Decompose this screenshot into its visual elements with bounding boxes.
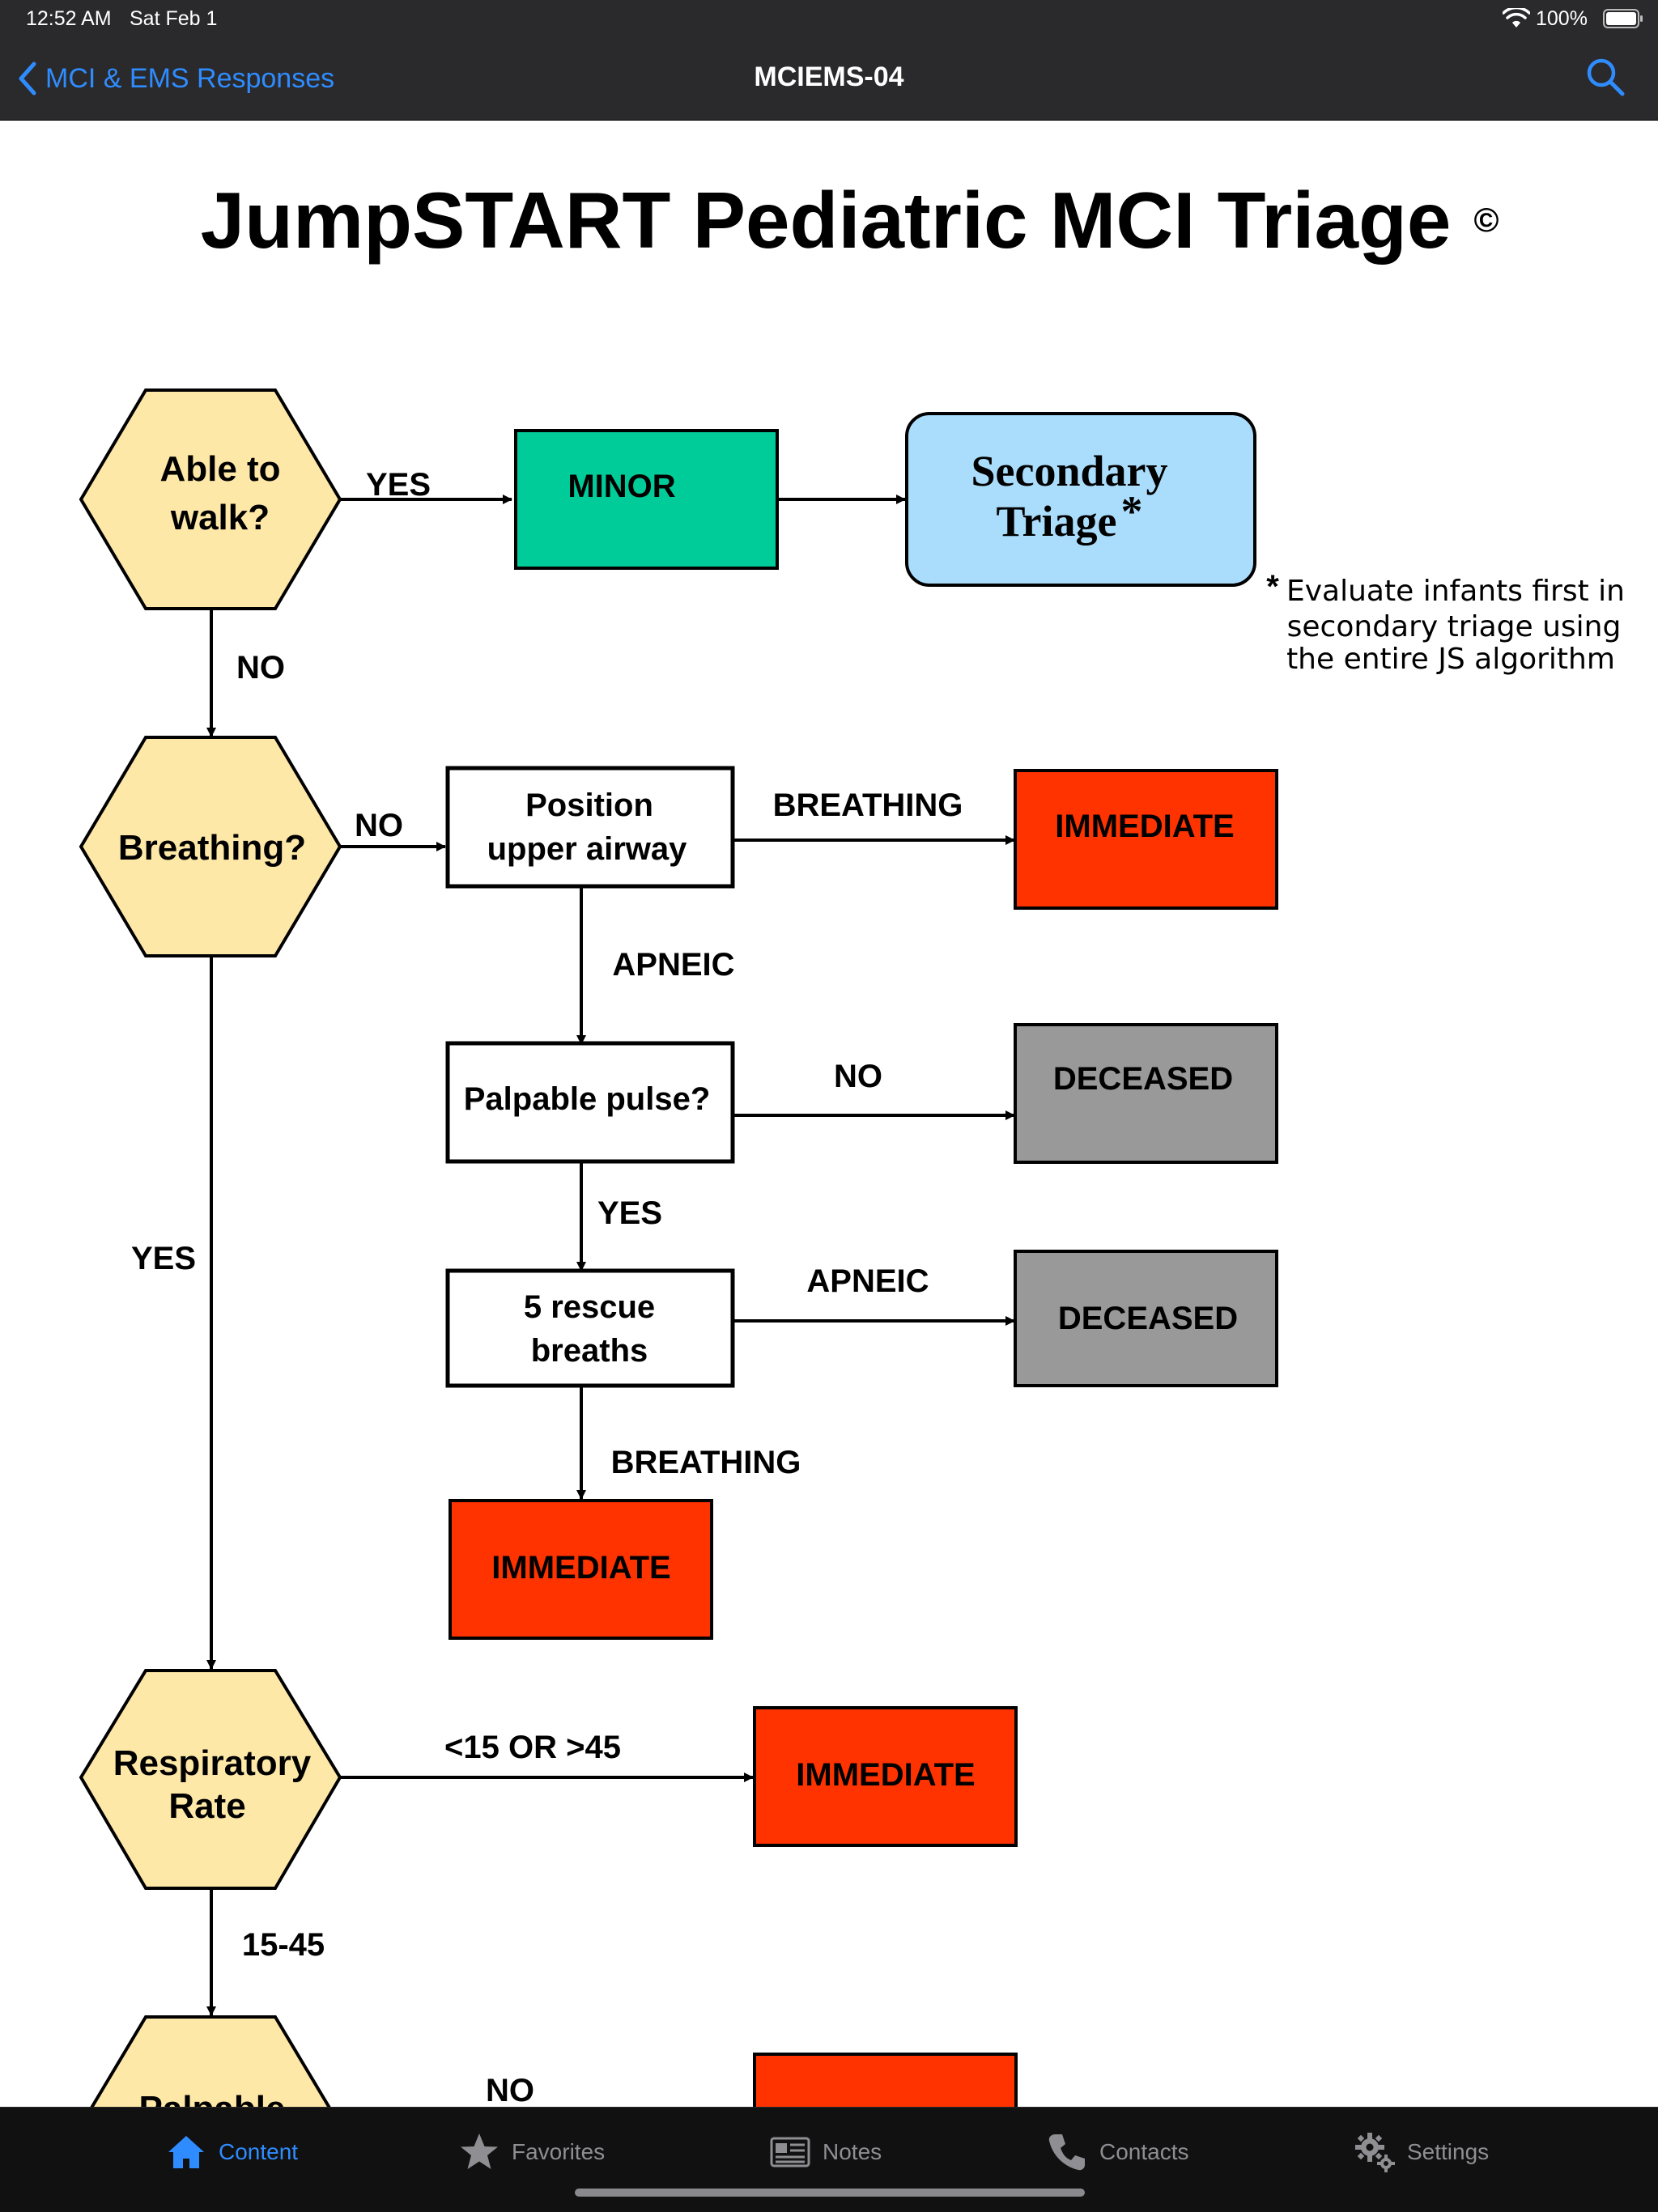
label-position-apneic: APNEIC — [612, 947, 734, 983]
box-palpable-pulse — [445, 1041, 735, 1164]
secondary-triage-line2: Triage — [997, 497, 1117, 546]
notes-icon — [770, 2137, 810, 2167]
label-walk-yes: YES — [366, 467, 431, 503]
label-walk-no: NO — [236, 650, 285, 686]
label-position-breathing: BREATHING — [773, 788, 963, 823]
phone-icon — [1048, 2134, 1085, 2171]
label-palpable-no: NO — [486, 2073, 534, 2107]
back-button[interactable]: MCI & EMS Responses — [16, 58, 334, 99]
tab-contacts-label: Contacts — [1099, 2139, 1189, 2164]
flowchart: JumpSTART Pediatric MCI Triage © Able to… — [79, 176, 1625, 2107]
tab-settings[interactable]: Settings — [1354, 2124, 1489, 2180]
secondary-triage-asterisk: * — [1121, 487, 1143, 536]
box-immediate-3 — [753, 1706, 1018, 1847]
able-to-walk-line1: Able to — [159, 449, 280, 489]
palpable-pulse-label: Palpable pulse? — [464, 1081, 711, 1117]
box-deceased-1 — [1014, 1023, 1278, 1164]
box-deceased-2 — [1014, 1250, 1278, 1387]
note-asterisk: * — [1266, 569, 1279, 605]
tab-content[interactable]: Content — [165, 2124, 298, 2180]
tab-contacts[interactable]: Contacts — [1046, 2124, 1189, 2180]
battery-percent: 100% — [1536, 7, 1588, 30]
tab-favorites[interactable]: Favorites — [458, 2124, 605, 2180]
box-immediate-4 — [753, 2053, 1018, 2107]
box-immediate-2 — [449, 1499, 713, 1640]
immediate-2-label: IMMEDIATE — [491, 1550, 670, 1586]
back-button-label: MCI & EMS Responses — [45, 62, 335, 94]
home-indicator[interactable] — [575, 2189, 1085, 2197]
label-breathing-no: NO — [355, 808, 403, 843]
deceased-1-label: DECEASED — [1053, 1061, 1233, 1097]
position-airway-line2: upper airway — [487, 831, 688, 867]
box-position-airway — [445, 766, 735, 889]
wifi-icon — [1503, 8, 1530, 28]
box-minor — [514, 429, 779, 570]
position-airway-line1: Position — [525, 788, 653, 823]
label-breaths-apneic: APNEIC — [806, 1263, 929, 1299]
navigation-bar: MCI & EMS Responses MCIEMS-04 — [0, 39, 1658, 121]
label-pulse-yes: YES — [597, 1195, 662, 1231]
search-icon[interactable] — [1585, 57, 1626, 97]
note-line3: the entire JS algorithm — [1286, 643, 1615, 676]
status-bar: 12:52 AM Sat Feb 1 100% — [0, 0, 1658, 39]
box-rescue-breaths — [445, 1268, 735, 1388]
rescue-breaths-line1: 5 rescue — [524, 1289, 655, 1325]
decision-respiratory-rate — [79, 1669, 342, 1890]
minor-label: MINOR — [568, 469, 675, 504]
note-line1: Evaluate infants first in — [1286, 575, 1625, 608]
label-breathing-yes: YES — [131, 1241, 196, 1276]
tab-favorites-label: Favorites — [512, 2139, 606, 2164]
tab-settings-label: Settings — [1407, 2139, 1490, 2164]
decision-breathing — [79, 736, 342, 957]
rescue-breaths-line2: breaths — [531, 1333, 648, 1369]
document-viewer[interactable]: JumpSTART Pediatric MCI Triage © Able to… — [0, 121, 1658, 2107]
battery-icon — [1603, 9, 1643, 28]
label-breaths-breathing: BREATHING — [611, 1445, 801, 1480]
gear-icon — [1355, 2133, 1395, 2172]
status-date: Sat Feb 1 — [130, 7, 218, 30]
respiratory-rate-line1: Respiratory — [113, 1743, 312, 1783]
immediate-1-label: IMMEDIATE — [1055, 809, 1234, 844]
deceased-2-label: DECEASED — [1058, 1301, 1238, 1336]
note-line2: secondary triage using — [1287, 610, 1622, 643]
decision-able-to-walk — [79, 388, 342, 610]
label-rr-in-range: 15-45 — [242, 1927, 325, 1963]
tab-notes-label: Notes — [823, 2139, 882, 2164]
able-to-walk-line2: walk? — [170, 498, 270, 537]
home-icon — [168, 2136, 204, 2168]
page-title: MCIEMS-04 — [754, 62, 904, 92]
star-icon — [461, 2133, 498, 2169]
box-secondary-triage — [905, 412, 1256, 587]
label-pulse-no: NO — [834, 1059, 882, 1094]
immediate-3-label: IMMEDIATE — [796, 1757, 975, 1793]
label-rr-out-of-range: <15 OR >45 — [444, 1730, 621, 1765]
tab-notes[interactable]: Notes — [769, 2124, 882, 2180]
palpable-partial-label: Palpable — [139, 2089, 286, 2107]
secondary-triage-line1: Secondary — [971, 447, 1168, 495]
copyright-mark: © — [1474, 201, 1499, 239]
status-time: 12:52 AM — [26, 7, 112, 30]
tab-content-label: Content — [219, 2139, 299, 2164]
respiratory-rate-line2: Rate — [168, 1786, 245, 1826]
box-immediate-1 — [1014, 769, 1278, 910]
breathing-label: Breathing? — [118, 828, 306, 868]
chevron-left-icon — [19, 62, 36, 96]
decision-palpable-partial — [90, 2015, 331, 2107]
document-title: JumpSTART Pediatric MCI Triage — [201, 176, 1452, 265]
